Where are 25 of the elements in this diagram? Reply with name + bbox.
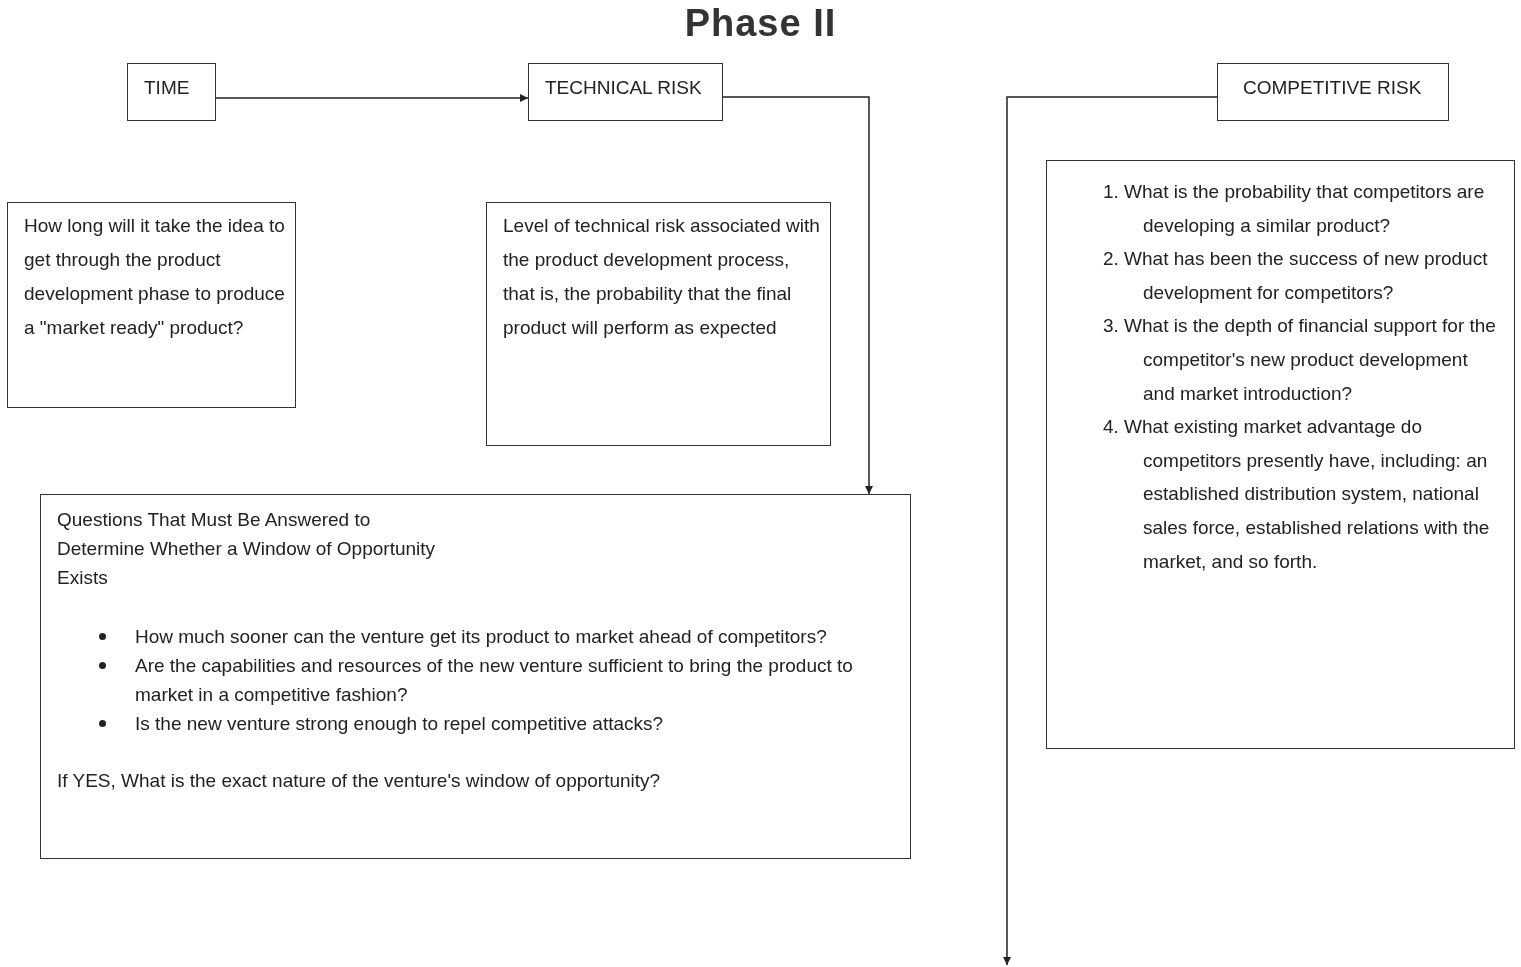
- numbered-question: 2. What has been the success of new product development for competitors?: [1103, 247, 1489, 305]
- label-box: [528, 63, 723, 121]
- connector-arrow: [1003, 96, 1218, 966]
- label-box: [1217, 63, 1449, 121]
- connector-arrow: [215, 94, 529, 102]
- box-label: TIME: [144, 76, 191, 100]
- text-box: [1046, 160, 1515, 749]
- box-text: How long will it take the idea to get through the product development phase to produce a "market ready" product?: [24, 214, 286, 340]
- connector-arrow: [722, 96, 873, 495]
- numbered-question: 1. What is the probability that competitors are developing a similar product?: [1103, 180, 1486, 238]
- text-box: [7, 202, 296, 408]
- box-heading: Questions That Must Be Answered to Determine Whether a Window of Opportunity Exists: [57, 508, 437, 590]
- text-box: [40, 494, 911, 859]
- box-label: TECHNICAL RISK: [545, 76, 703, 100]
- bullet-text: Are the capabilities and resources of the new venture sufficient to bring the product to market in a competitive fashion?: [135, 655, 853, 705]
- bullet-text: How much sooner can the venture get its product to market ahead of competitors?: [135, 626, 827, 647]
- diagram-title: Phase II: [683, 2, 838, 45]
- bullet-text: Is the new venture strong enough to repel competitive attacks?: [135, 713, 664, 734]
- label-box: [127, 63, 216, 121]
- box-text: If YES, What is the exact nature of the venture's window of opportunity?: [57, 769, 662, 793]
- box-text: Level of technical risk associated with the product development process, that is, the probability that the final product will perform as expected: [503, 214, 821, 340]
- box-label: COMPETITIVE RISK: [1243, 76, 1423, 100]
- numbered-question: 4. What existing market advantage do competitors presently have, including: an established distribution system, national sales force, established relations with the market, and so forth.: [1103, 415, 1491, 574]
- text-box: [486, 202, 831, 446]
- numbered-question: 3. What is the depth of financial support for the competitor's new product development and market introduction?: [1103, 314, 1497, 406]
